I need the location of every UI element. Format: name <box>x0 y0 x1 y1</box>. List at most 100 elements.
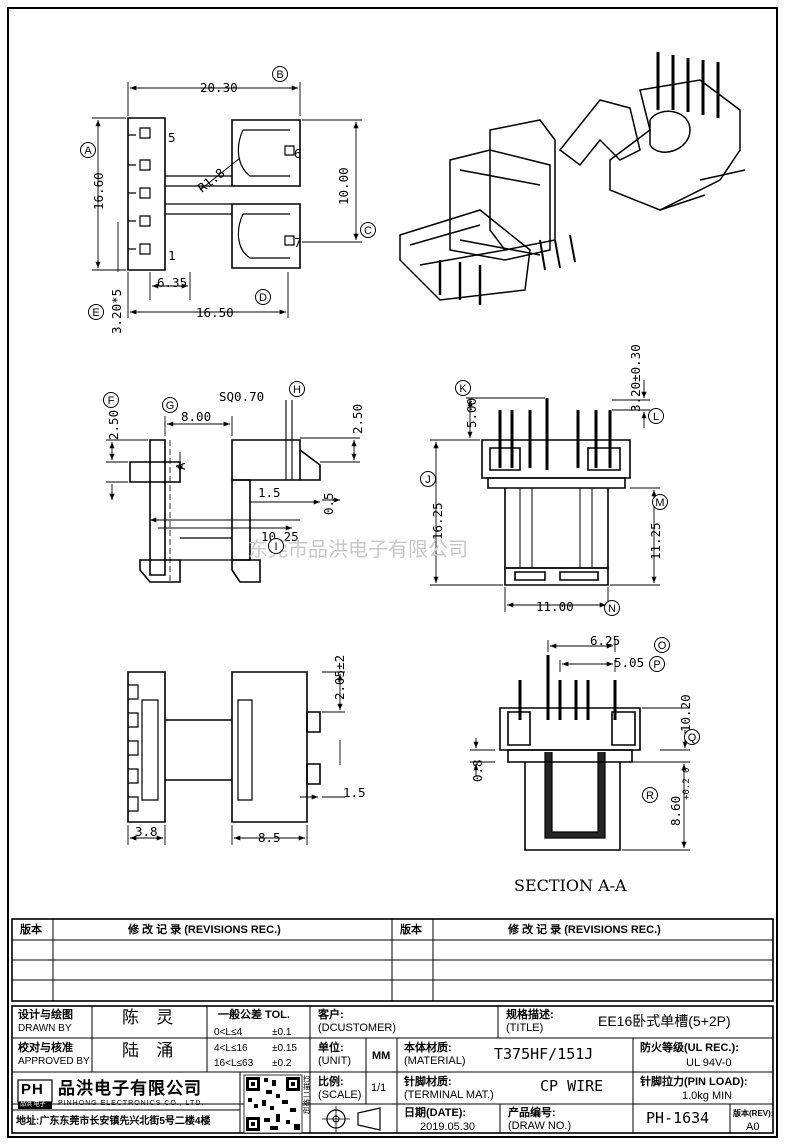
balloon-l-circle <box>648 408 664 424</box>
title-block-grid <box>11 918 774 1134</box>
tol-range-2: 4<L≤16 <box>214 1043 248 1054</box>
dim-3-20-tol: 3.20±0.30 <box>628 344 643 412</box>
dim-11-00: 11.00 <box>536 599 574 614</box>
balloon-r: R <box>646 790 654 802</box>
draw-no-label-en: (DRAW NO.) <box>508 1120 572 1132</box>
dim-10-00: 10.00 <box>336 167 351 205</box>
scale-value: 1/1 <box>371 1082 387 1094</box>
dim-0-8: 0.8 <box>470 759 485 782</box>
balloon-d-circle <box>255 289 271 305</box>
dim-5-00: 5.00 <box>464 398 479 428</box>
balloon-b-circle <box>272 66 288 82</box>
unit-value: MM <box>372 1050 391 1062</box>
material-value: T375HF/151J <box>494 1045 594 1063</box>
company-name: 品洪电子有限公司 <box>58 1079 202 1098</box>
material-label-en: (MATERIAL) <box>404 1055 466 1067</box>
section-hatch <box>545 752 605 838</box>
qr-side-text: 扫描二维码 <box>303 1076 310 1115</box>
dim-6-25: 6.25 <box>590 633 620 648</box>
section-caption: SECTION A-A <box>514 876 627 895</box>
dim-10-20: 10.20 <box>678 694 693 732</box>
side-view <box>481 398 631 586</box>
approved-by-value: 陆 涌 <box>122 1041 180 1061</box>
tol-value-3: ±0.2 <box>272 1058 292 1069</box>
isometric-view <box>399 52 746 305</box>
balloon-p: P <box>653 659 660 671</box>
balloon-f: F <box>108 395 115 407</box>
balloon-m-circle <box>652 494 668 510</box>
balloon-h-circle <box>289 381 305 397</box>
rev-label: 版本(REV): <box>733 1109 774 1118</box>
dim-0-5: 0.5 <box>321 492 336 515</box>
dim-1-5-bottom: 1.5 <box>343 785 366 800</box>
section-arrow-a: A <box>173 462 188 470</box>
terminal-value: CP WIRE <box>540 1077 604 1095</box>
section-view-dims <box>470 640 690 851</box>
pin-load-value: 1.0kg MIN <box>682 1090 733 1102</box>
bottom-view-dims <box>127 671 345 845</box>
dim-1-5: 1.5 <box>258 485 281 500</box>
balloon-g: G <box>166 400 175 412</box>
balloon-p-circle <box>649 656 665 672</box>
watermark: 东莞市品洪电子有限公司 <box>248 537 468 561</box>
dim-5-05: 5.05 <box>614 655 644 670</box>
balloon-a-circle <box>80 142 96 158</box>
balloon-h: H <box>293 384 301 396</box>
top-view-dims <box>92 82 362 318</box>
dim-3-20x5: 3.20*5 <box>109 289 124 334</box>
rev-col-version-left: 版本 <box>20 924 42 936</box>
tol-value-2: ±0.15 <box>272 1043 297 1054</box>
pin-label-7: 7 <box>294 235 302 250</box>
top-view <box>127 117 301 271</box>
front-view-dims <box>106 416 360 528</box>
drawn-by-label: 设计与绘图 <box>18 1009 73 1021</box>
bottom-view <box>127 671 321 823</box>
dim-8-00: 8.00 <box>181 409 211 424</box>
dim-3-8: 3.8 <box>135 824 158 839</box>
tolerance-title: 一般公差 TOL. <box>218 1009 290 1021</box>
rev-col-record-left: 修 改 记 录 (REVISIONS REC.) <box>128 924 281 936</box>
logo-subtext: 品洪 电子 <box>20 1102 46 1108</box>
qr-code <box>243 1074 303 1134</box>
balloon-i-circle <box>268 538 284 554</box>
company-address: 地址:广东东莞市长安镇先兴北街5号二楼4楼 <box>16 1116 211 1127</box>
balloon-r-circle <box>642 787 658 803</box>
pin-load-label: 针脚拉力(PIN LOAD): <box>640 1076 748 1088</box>
dim-8-60-tol: +0.2 0 <box>682 767 692 800</box>
balloon-k: K <box>459 383 467 395</box>
date-label: 日期(DATE): <box>404 1107 467 1119</box>
balloon-o-circle <box>654 637 670 653</box>
balloon-d: D <box>259 292 267 304</box>
balloon-j-circle <box>420 471 436 487</box>
unit-label-en: (UNIT) <box>318 1055 351 1067</box>
dim-8-60: 8.60 <box>668 796 683 826</box>
dim-2-50-right: 2.50 <box>350 404 365 434</box>
logo-text: PH <box>21 1081 44 1098</box>
dim-16-60: 16.60 <box>91 172 106 210</box>
balloon-n: N <box>608 603 616 615</box>
section-view <box>499 655 641 851</box>
dim-16-25: 16.25 <box>430 502 445 540</box>
dim-2-05: 2.05±2 <box>332 655 347 700</box>
dim-6-35: 6.35 <box>157 275 187 290</box>
balloon-e: E <box>92 307 99 319</box>
balloon-n-circle <box>604 600 620 616</box>
approved-by-label: 校对与核准 <box>18 1042 73 1054</box>
rev-value: A0 <box>746 1121 760 1133</box>
company-logo <box>17 1079 53 1109</box>
terminal-label-en: (TERMINAL MAT.) <box>404 1089 494 1101</box>
draw-no-label: 产品编号: <box>508 1107 556 1119</box>
drawing-frame <box>7 7 778 1138</box>
ul-value: UL 94V-0 <box>686 1057 732 1069</box>
terminal-label: 针脚材质: <box>404 1076 452 1088</box>
drawn-by-value: 陈 灵 <box>122 1008 180 1028</box>
balloon-b: B <box>276 69 283 81</box>
date-value: 2019.05.30 <box>420 1121 476 1133</box>
balloon-f-circle <box>103 392 119 408</box>
balloon-e-circle <box>88 304 104 320</box>
balloon-c: C <box>364 225 372 237</box>
dim-2-50-left: 2.50 <box>106 410 121 440</box>
dim-16-50: 16.50 <box>196 305 234 320</box>
customer-label-en: (DCUSTOMER) <box>318 1022 397 1034</box>
